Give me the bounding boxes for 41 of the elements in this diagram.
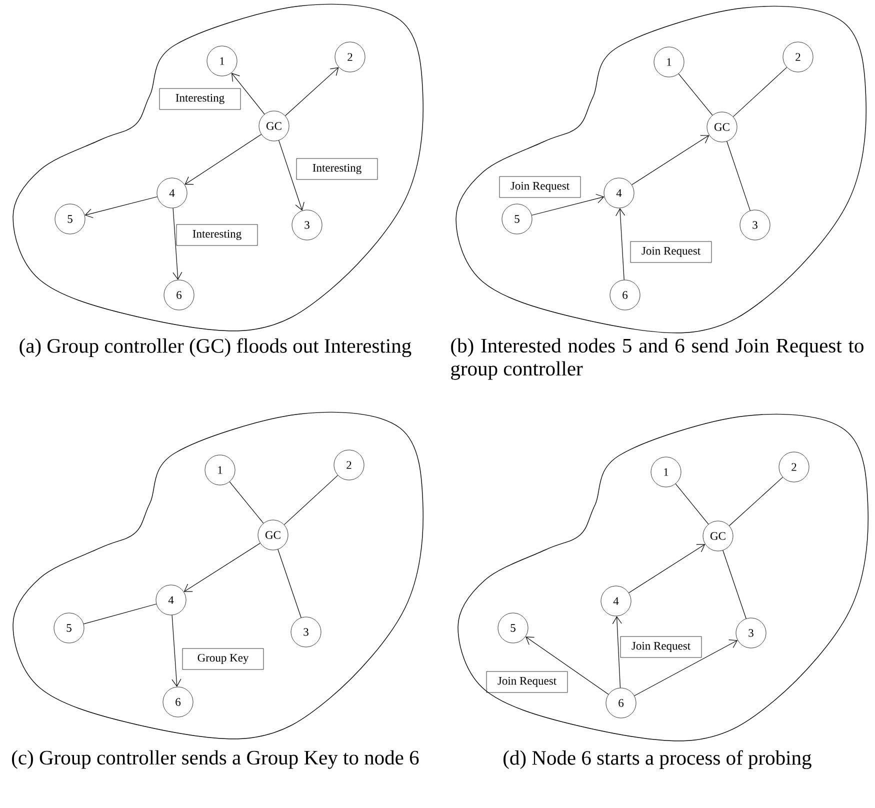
region-outline	[456, 6, 866, 334]
region-outline	[12, 4, 424, 332]
message-box: Join Request	[630, 241, 712, 263]
arrow	[284, 67, 339, 116]
connector-line	[229, 481, 264, 524]
connector-line	[278, 549, 302, 618]
connector-line	[732, 67, 788, 117]
region-outline	[12, 412, 424, 740]
connector-line	[722, 550, 746, 619]
subfigure-caption: (b) Interested nodes 5 and 6 send Join Request to group controller	[451, 338, 864, 380]
connector-line	[678, 73, 713, 116]
connector-line	[675, 484, 709, 524]
arrow	[616, 208, 626, 280]
subfigure-caption: (c) Group controller sends a Group Key to node 6	[12, 750, 419, 769]
arrow	[634, 640, 738, 696]
region-outline	[458, 414, 868, 742]
arrow	[184, 134, 262, 185]
arrow	[632, 135, 710, 186]
message-box: Interesting	[159, 88, 241, 110]
subfigure-caption: (a) Group controller (GC) floods out Interesting	[20, 338, 412, 358]
message-box: Interesting	[296, 158, 378, 180]
connector-line	[728, 476, 784, 526]
message-box: Interesting	[176, 224, 258, 246]
arrow	[184, 542, 260, 592]
connector-line	[726, 141, 750, 211]
arrow	[278, 140, 304, 211]
arrow	[628, 544, 706, 594]
connector-line	[284, 475, 338, 525]
message-box: Join Request	[620, 636, 702, 658]
arrow	[232, 72, 265, 114]
arrow	[172, 614, 182, 687]
message-box: Join Request	[499, 176, 581, 198]
message-box: Join Request	[486, 671, 568, 693]
subfigure-caption: (d) Node 6 starts a process of probing	[504, 750, 812, 770]
message-box: Group Key	[182, 648, 264, 670]
arrow	[84, 196, 158, 218]
connector-line	[83, 604, 157, 624]
arrow	[525, 636, 609, 695]
arrow	[172, 208, 182, 280]
arrow	[612, 616, 622, 688]
arrow	[531, 194, 604, 216]
